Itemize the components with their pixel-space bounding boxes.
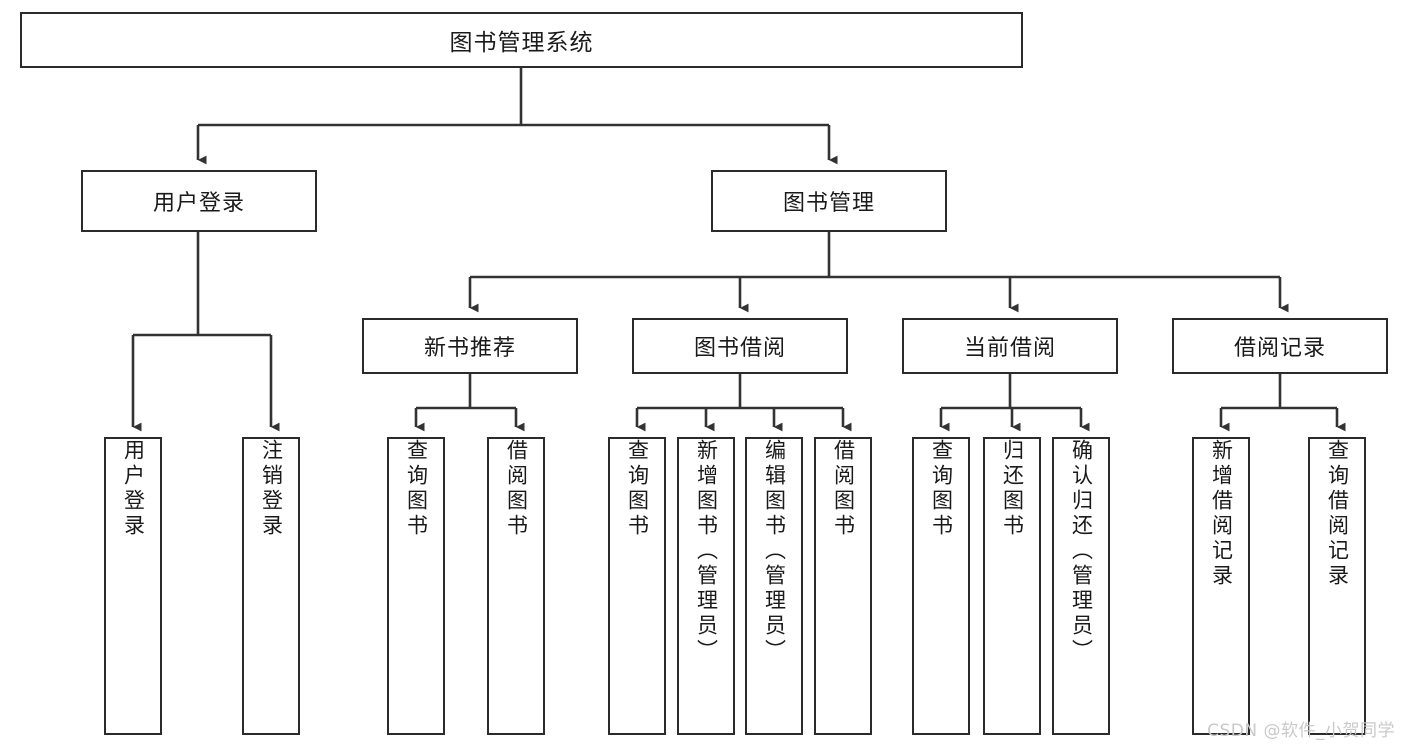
leaf-node-rec-query-label: 查询图书 — [404, 439, 429, 539]
node-borrow-record-label: 借阅记录 — [1233, 336, 1326, 361]
node-user-login[interactable]: 用户登录 — [81, 170, 317, 232]
leaf-node-cur-return-label: 归还图书 — [1000, 439, 1025, 539]
leaf-node-borrow-add-label: 新增图书（管理员） — [694, 439, 719, 664]
leaf-node-user-logout-label: 注销登录 — [259, 439, 284, 539]
leaf-node-user-logout[interactable]: 注销登录 — [242, 437, 300, 735]
node-user-login-label: 用户登录 — [152, 191, 245, 216]
node-book-borrow-label: 图书借阅 — [693, 336, 786, 361]
leaf-node-cur-confirm[interactable]: 确认归还（管理员） — [1052, 437, 1110, 735]
leaf-node-cur-return[interactable]: 归还图书 — [983, 437, 1041, 735]
node-book-borrow[interactable]: 图书借阅 — [632, 318, 848, 374]
leaf-node-borrow-edit[interactable]: 编辑图书（管理员） — [745, 437, 803, 735]
leaf-node-cur-query-label: 查询图书 — [929, 439, 954, 539]
leaf-node-borrow-query[interactable]: 查询图书 — [608, 437, 666, 735]
node-root-label: 图书管理系统 — [449, 30, 594, 56]
leaf-node-borrow-do[interactable]: 借阅图书 — [814, 437, 872, 735]
leaf-node-rec-add-label: 新增借阅记录 — [1209, 439, 1234, 589]
node-new-book-rec-label: 新书推荐 — [423, 336, 516, 361]
leaf-node-rec-query[interactable]: 查询图书 — [387, 437, 445, 735]
node-borrow-record[interactable]: 借阅记录 — [1172, 318, 1388, 374]
leaf-node-rec-borrow-label: 借阅图书 — [504, 439, 529, 539]
node-current-borrow-label: 当前借阅 — [963, 336, 1056, 361]
node-root[interactable]: 图书管理系统 — [20, 12, 1023, 68]
leaf-node-borrow-query-label: 查询图书 — [625, 439, 650, 539]
leaf-node-rec-query2-label: 查询借阅记录 — [1325, 439, 1350, 589]
leaf-node-borrow-add[interactable]: 新增图书（管理员） — [677, 437, 735, 735]
csdn-watermark: CSDN @软件_小贺同学 — [1207, 721, 1395, 741]
leaf-node-user-login[interactable]: 用户登录 — [104, 437, 162, 735]
node-current-borrow[interactable]: 当前借阅 — [902, 318, 1118, 374]
leaf-node-user-login-label: 用户登录 — [121, 439, 146, 539]
leaf-node-borrow-edit-label: 编辑图书（管理员） — [762, 439, 787, 664]
leaf-node-rec-borrow[interactable]: 借阅图书 — [487, 437, 545, 735]
node-book-manage[interactable]: 图书管理 — [711, 170, 947, 232]
node-new-book-rec[interactable]: 新书推荐 — [362, 318, 578, 374]
leaf-node-cur-query[interactable]: 查询图书 — [912, 437, 970, 735]
leaf-node-borrow-do-label: 借阅图书 — [831, 439, 856, 539]
leaf-node-rec-query2[interactable]: 查询借阅记录 — [1308, 437, 1366, 735]
leaf-node-rec-add[interactable]: 新增借阅记录 — [1192, 437, 1250, 735]
node-book-manage-label: 图书管理 — [782, 191, 875, 216]
leaf-node-cur-confirm-label: 确认归还（管理员） — [1069, 439, 1094, 664]
